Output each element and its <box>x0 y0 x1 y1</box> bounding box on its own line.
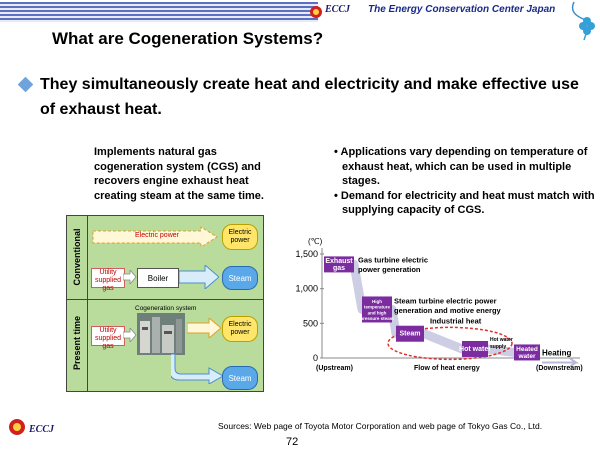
x-label-downstream: (Downstream) <box>536 365 583 372</box>
cogeneration-plant-image <box>137 313 185 355</box>
main-bullet: They simultaneously create heat and elec… <box>40 76 579 118</box>
boiler-to-steam-arrow <box>179 265 219 289</box>
stage-box <box>362 296 392 323</box>
y-tick-label: 1,500 <box>295 249 318 259</box>
stage-label: Hot water <box>459 346 491 353</box>
stage-label: and high <box>368 310 387 315</box>
stage-label: Heated <box>516 346 538 353</box>
row-label-present: Present time <box>72 315 82 371</box>
cgs-to-steam-arrow <box>171 354 223 384</box>
slide-title: What are Cogeneration Systems? <box>52 29 324 48</box>
stage-label: temperature <box>364 305 391 310</box>
stage-description: supply <box>490 344 506 350</box>
left-description: Implements natural gas cogeneration syst… <box>94 146 264 202</box>
gas-to-cgs-arrow <box>123 328 137 342</box>
stage-label: pressure steam <box>360 316 393 321</box>
stage-box <box>324 256 354 273</box>
stage-description: power generation <box>358 265 421 274</box>
clover-logo-icon <box>571 1 595 41</box>
page-number: 72 <box>286 436 299 448</box>
stage-box <box>396 325 424 342</box>
gas-to-boiler-arrow <box>123 270 137 284</box>
x-label-upstream: (Upstream) <box>316 365 353 372</box>
utility-gas-label: Utility supplied gas <box>91 268 125 292</box>
right-point-1: • Applications vary depending on tempera… <box>334 146 588 187</box>
steam-box-2: Steam <box>222 366 258 390</box>
x-label-flow: Flow of heat energy <box>414 365 480 372</box>
bullet-diamond-icon <box>17 76 34 93</box>
downstream-arrow <box>542 357 580 368</box>
eccj-footer-logo: ECCJ <box>29 424 55 435</box>
stage-description: Heating <box>542 348 571 357</box>
row-label-conventional: Conventional <box>72 228 82 286</box>
stage-description: generation and motive energy <box>394 306 502 315</box>
y-tick-label: 500 <box>303 318 318 328</box>
header-bar <box>0 2 510 22</box>
eccj-header-icon <box>310 6 322 18</box>
cgs-to-electric-arrow <box>187 318 221 338</box>
electric-power-arrow <box>92 226 218 248</box>
stage-label: gas <box>333 265 345 272</box>
electric-power-label: Electric power <box>135 232 179 239</box>
electric-power-box-2: Electric power <box>222 316 258 342</box>
stage-label: Exhaust <box>325 258 353 265</box>
org-name: The Energy Conservation Center Japan <box>368 4 556 15</box>
boiler-box: Boiler <box>137 268 179 288</box>
cogeneration-system-label: Cogeneration system <box>135 305 197 312</box>
stage-label: Steam <box>399 331 420 338</box>
stage-description: Gas turbine electric <box>358 255 428 264</box>
utility-gas-label-2: Utility supplied gas <box>91 326 125 350</box>
stage-description: Industrial heat <box>430 317 482 326</box>
sources-note: Sources: Web page of Toyota Motor Corpor… <box>218 421 543 431</box>
y-tick-label: 1,000 <box>295 284 318 294</box>
stage-box <box>462 340 488 357</box>
stage-label: High <box>372 299 382 304</box>
right-point-2: • Demand for electricity and heat must m… <box>334 189 595 217</box>
steam-box: Steam <box>222 266 258 290</box>
stage-box <box>514 344 540 361</box>
stage-description: Hot water <box>490 337 513 343</box>
right-description: • Applications vary depending on tempera… <box>334 145 596 218</box>
y-tick-label: 0 <box>313 353 318 363</box>
stage-label: water <box>518 353 536 360</box>
stage-description: Steam turbine electric power <box>394 296 497 305</box>
system-diagram: Conventional Present time Electric power… <box>66 215 264 392</box>
multi-stage-highlight <box>387 326 513 361</box>
chart-unit-label: (℃) <box>308 237 323 246</box>
electric-power-box: Electric power <box>222 224 258 250</box>
eccj-header-logo: ECCJ <box>325 4 351 15</box>
heat-cascade-chart: (℃) 1,500 1,000 500 0 ExhaustgasHightempera… <box>295 237 583 372</box>
eccj-footer-icon <box>9 419 25 435</box>
